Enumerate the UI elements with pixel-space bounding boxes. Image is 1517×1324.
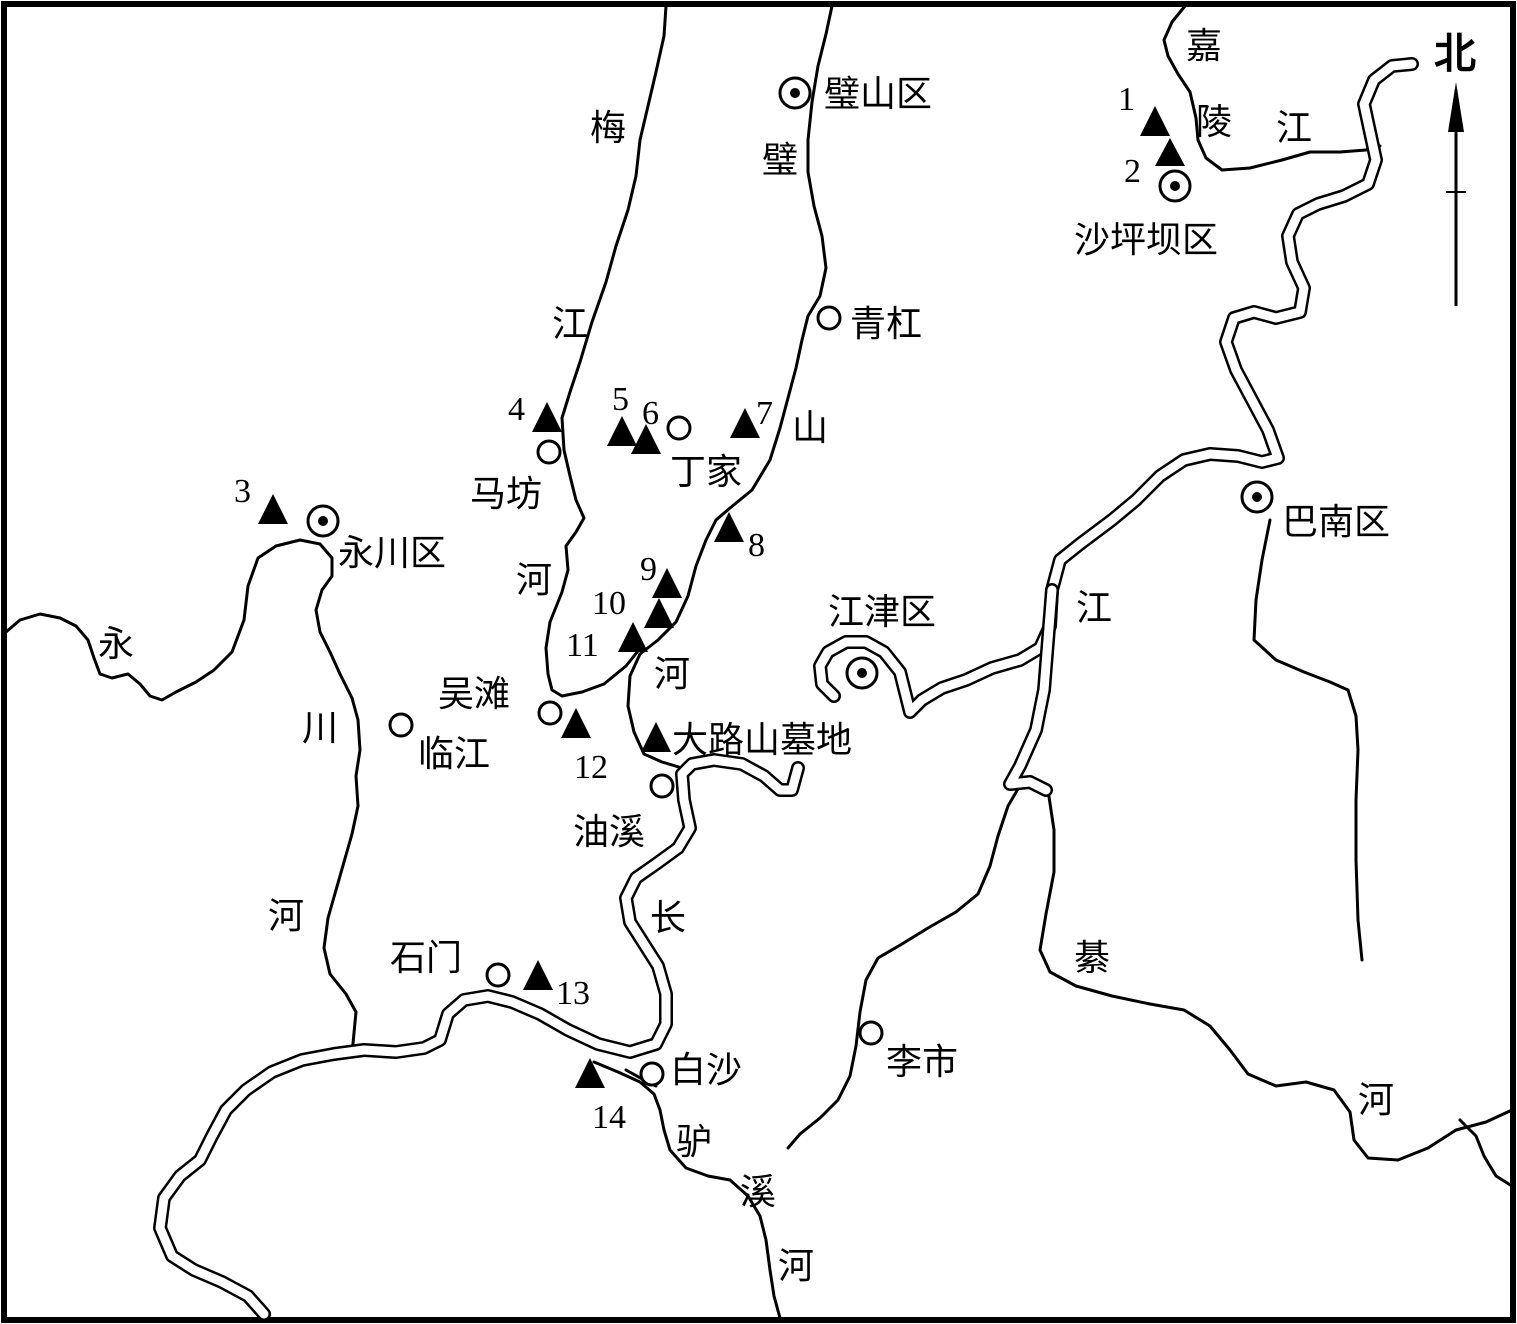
water-char-qi: 綦: [1074, 938, 1110, 979]
site-label-10: 10: [592, 585, 626, 622]
labels: 璧山区 沙坪坝区 永川区 巴南区 江津区 青杠 丁家 马坊 吴滩 临江 油溪 石…: [98, 26, 1394, 1287]
water-char-yong: 永: [98, 624, 134, 665]
north-label: 北: [1434, 29, 1476, 78]
district-label-banan: 巴南区: [1282, 502, 1390, 543]
water-char-mei: 梅: [590, 108, 626, 149]
site-label-13: 13: [556, 975, 590, 1012]
water-char-xi: 溪: [740, 1172, 776, 1213]
district-marker-shapingba: [1158, 169, 1192, 203]
site-marker-10: [644, 598, 674, 628]
town-label-shimen: 石门: [390, 938, 462, 979]
site-marker-dalushan: [641, 722, 671, 752]
town-label-baisha: 白沙: [670, 1050, 742, 1091]
town-label-linjiang: 临江: [418, 734, 490, 775]
site-marker-1: [1140, 106, 1170, 136]
town-label-mafang: 马坊: [470, 474, 542, 515]
rivers-double: [153, 57, 1419, 1321]
district-label-yongchuan: 永川区: [338, 533, 446, 574]
site-marker-2: [1155, 138, 1185, 166]
site-label-3: 3: [234, 473, 251, 510]
water-char-ling: 陵: [1196, 102, 1232, 143]
site-label-7: 7: [756, 395, 773, 432]
site-marker-8: [714, 512, 744, 542]
town-label-qinggang: 青杠: [850, 304, 922, 345]
site-label-8: 8: [748, 527, 765, 564]
river-bishan: [626, 4, 834, 770]
site-label-dalushan: 大路山墓地: [672, 720, 852, 761]
district-label-jiangjin: 江津区: [828, 592, 936, 633]
water-char-jia: 嘉: [1186, 26, 1222, 67]
site-marker-14: [575, 1058, 605, 1088]
site-marker-13: [523, 960, 553, 990]
site-label-4: 4: [508, 391, 525, 428]
river-qijiang-east: [1458, 1118, 1514, 1188]
town-label-wutan: 吴滩: [438, 674, 510, 715]
site-symbols: [258, 106, 1185, 1088]
site-marker-4: [532, 402, 562, 432]
town-marker-linjiang: [388, 712, 414, 738]
water-char-chuan: 川: [302, 708, 338, 749]
site-marker-11: [618, 622, 648, 652]
site-label-5: 5: [612, 381, 629, 418]
town-marker-wutan: [537, 700, 563, 726]
site-marker-7: [730, 408, 760, 438]
site-label-6: 6: [642, 395, 659, 432]
site-marker-12: [561, 708, 591, 738]
water-char-he-lx: 河: [778, 1246, 814, 1287]
town-marker-dingjia: [666, 415, 692, 441]
river-qijiang: [1038, 788, 1514, 1162]
site-label-11: 11: [566, 627, 599, 664]
district-marker-yongchuan: [306, 504, 340, 538]
town-marker-mafang: [536, 439, 562, 465]
district-label-bishan: 璧山区: [824, 74, 932, 115]
water-char-shan: 山: [792, 408, 828, 449]
river-changjiang-south-in: [1005, 585, 1057, 795]
water-char-he-mj: 河: [516, 560, 552, 601]
district-marker-jiangjin: [845, 656, 879, 690]
water-char-he-qj: 河: [1358, 1080, 1394, 1121]
town-label-dingjia: 丁家: [670, 452, 742, 493]
site-label-14: 14: [592, 1099, 626, 1136]
river-lvxi: [592, 1060, 782, 1320]
water-char-he-yc: 河: [268, 896, 304, 937]
town-symbols: [388, 305, 884, 1087]
north-arrow: 北: [1434, 29, 1476, 306]
site-marker-6: [631, 424, 661, 454]
site-label-2: 2: [1124, 153, 1141, 190]
site-marker-9: [652, 568, 682, 598]
site-label-12: 12: [574, 749, 608, 786]
town-marker-youxi: [649, 773, 675, 799]
town-marker-shimen: [485, 962, 511, 988]
rivers-single: [4, 4, 1514, 1320]
town-label-youxi: 油溪: [573, 812, 645, 853]
river-lishi: [786, 780, 1024, 1150]
district-marker-banan: [1240, 480, 1274, 514]
district-symbols: [306, 76, 1274, 690]
district-label-shapingba: 沙坪坝区: [1074, 220, 1218, 261]
site-marker-3: [258, 494, 288, 524]
town-marker-lishi: [858, 1020, 884, 1046]
district-marker-bishan: [778, 76, 812, 110]
town-marker-qinggang: [816, 305, 842, 331]
water-char-chang: 长: [650, 898, 686, 939]
site-marker-5: [607, 416, 637, 446]
water-char-bi: 璧: [762, 140, 798, 181]
town-label-lishi: 李市: [886, 1042, 958, 1083]
river-jialing: [1162, 4, 1382, 172]
town-marker-baisha: [639, 1061, 665, 1087]
site-label-9: 9: [640, 551, 657, 588]
water-char-lv: 驴: [676, 1122, 712, 1163]
river-yongchuan: [4, 538, 362, 1056]
site-label-1: 1: [1118, 81, 1135, 118]
river-banan-south: [1252, 518, 1364, 962]
water-char-he-bs: 河: [654, 654, 690, 695]
river-changjiang-west-in: [155, 755, 803, 1319]
water-char-jiang-jl: 江: [1276, 108, 1312, 149]
river-meijiang: [544, 4, 668, 698]
water-char-jiang-mj: 江: [552, 304, 588, 345]
river-changjiang-main-in: [815, 59, 1417, 717]
water-char-jiang-cj: 江: [1076, 588, 1112, 629]
